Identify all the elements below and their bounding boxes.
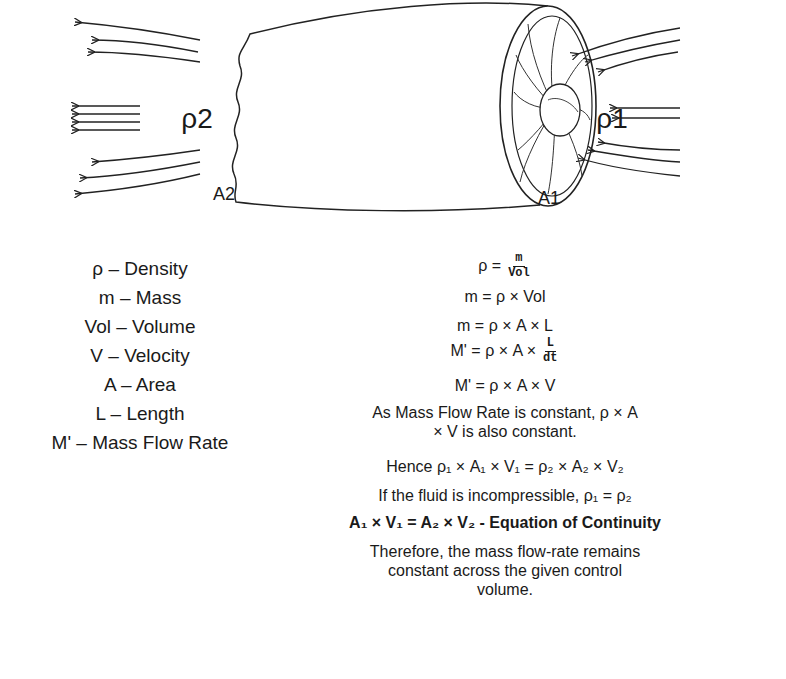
continuity-equation: A₁ × V₁ = A₂ × V₂ - Equation of Continui… — [349, 513, 661, 532]
density-label: ρ2 — [181, 102, 213, 136]
note: Therefore, the mass flow-rate remains co… — [360, 542, 650, 600]
equation: m = ρ × Vol — [464, 287, 545, 306]
flow-arrows-in — [572, 28, 680, 176]
equation: m = ρ × A × L — [457, 316, 553, 335]
area-label: A2 — [213, 184, 235, 206]
symbol-definition: V – Velocity — [90, 345, 189, 368]
note: If the fluid is incompressible, ρ₁ = ρ₂ — [378, 486, 631, 505]
note: As Mass Flow Rate is constant, ρ × A × V… — [370, 403, 640, 441]
symbol-definition: M' – Mass Flow Rate — [52, 432, 229, 455]
symbol-definition: ρ – Density — [92, 258, 187, 281]
fraction-equation: ρ = mVol — [478, 252, 532, 281]
equation: M' = ρ × A × V — [455, 376, 556, 395]
fraction-equation: M' = ρ × A ×Ldt — [451, 337, 560, 366]
fan-blades — [514, 18, 590, 194]
equation-lead: M' = ρ × A × — [451, 342, 537, 360]
fan-face — [512, 16, 592, 196]
numerator: m — [513, 252, 524, 267]
denominator: Vol — [506, 267, 532, 281]
equation: Hence ρ₁ × A₁ × V₁ = ρ₂ × A₂ × V₂ — [386, 457, 624, 476]
density-label: ρ1 — [596, 102, 628, 136]
symbol-definition: L – Length — [95, 403, 184, 426]
symbol-definition: Vol – Volume — [85, 316, 196, 339]
fraction: Ldt — [541, 337, 559, 366]
fraction: mVol — [506, 252, 532, 281]
symbol-definition: A – Area — [104, 374, 176, 397]
spinner — [540, 84, 580, 136]
equation-lead: ρ = — [478, 257, 501, 275]
fan-cowl — [500, 6, 596, 206]
flow-arrows-out — [72, 22, 200, 194]
symbol-definition: m – Mass — [99, 287, 181, 310]
numerator: L — [545, 337, 556, 352]
area-label: A1 — [538, 188, 560, 210]
denominator: dt — [541, 352, 559, 366]
